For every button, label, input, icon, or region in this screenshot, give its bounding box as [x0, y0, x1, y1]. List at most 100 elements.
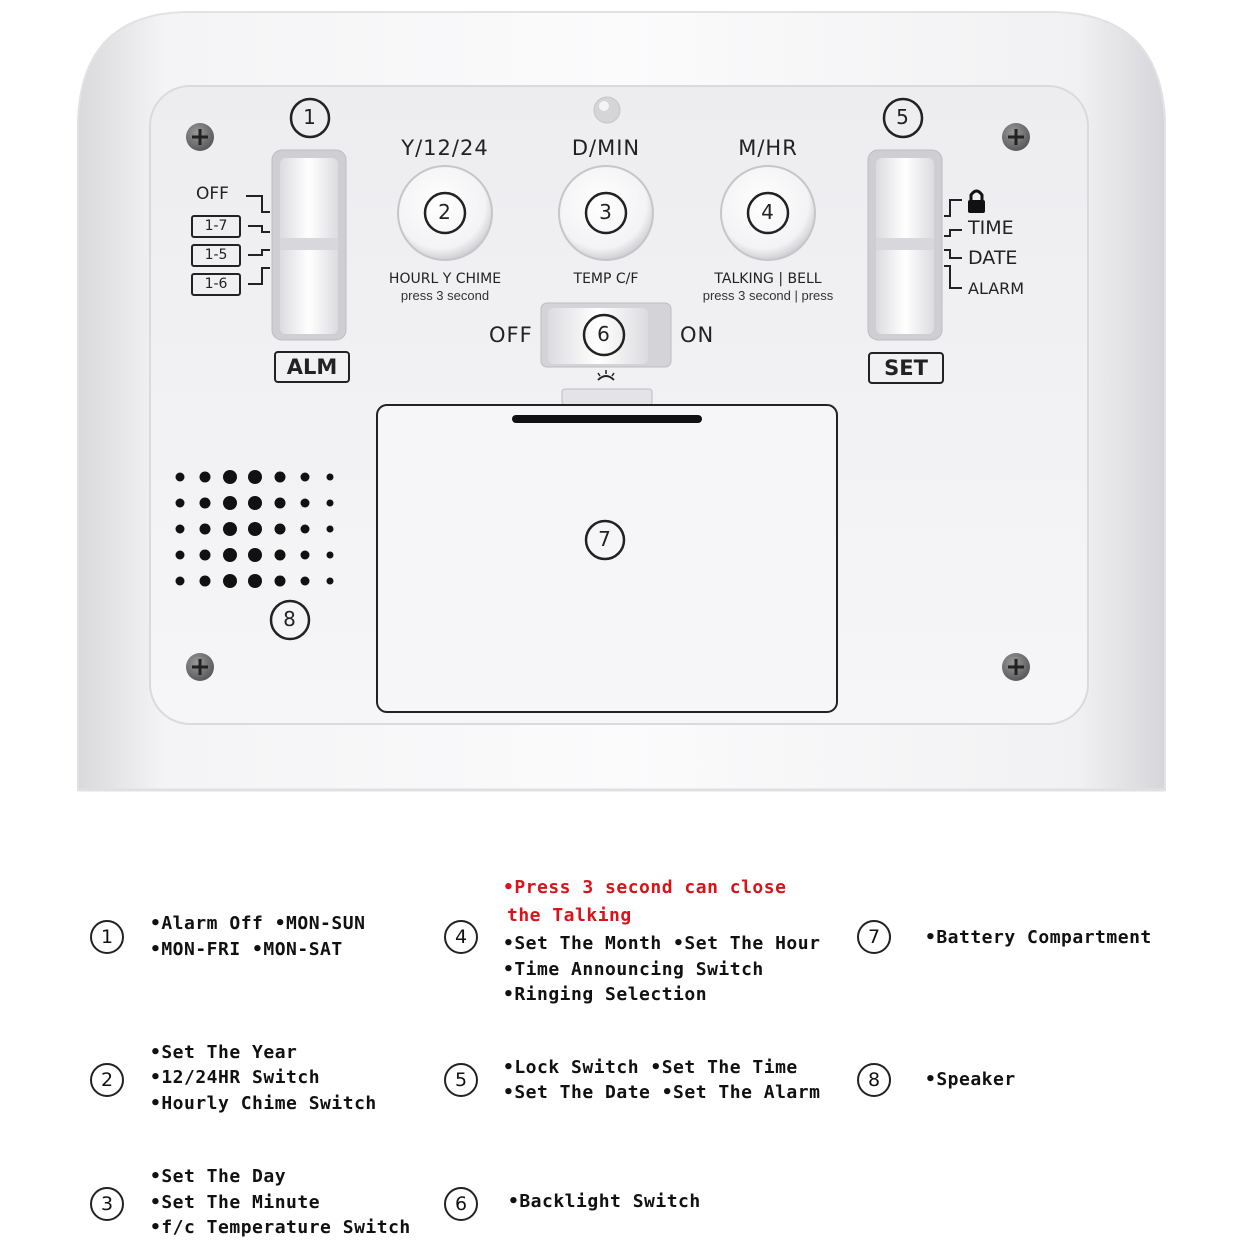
- legend-number-5: 5: [444, 1063, 478, 1097]
- button-4-number: 4: [761, 200, 775, 224]
- button-4-top-label: M/HR: [738, 136, 798, 160]
- legend-2-line-2: •12/24HR Switch: [150, 1067, 321, 1088]
- legend-number-1: 1: [90, 920, 124, 954]
- legend-2-line-1: •Set The Year: [150, 1042, 298, 1063]
- speaker-hole: [199, 523, 211, 535]
- speaker-hole: [300, 524, 310, 534]
- speaker-hole: [175, 550, 185, 560]
- speaker-hole: [326, 551, 334, 559]
- callout-number-5: 5: [896, 105, 910, 129]
- speaker-hole: [248, 548, 262, 562]
- legend-1-line-2: •MON-FRI •MON-SAT: [150, 939, 343, 960]
- backlight-switch-knob: [548, 308, 648, 364]
- alarm-option-1-7: 1-7: [191, 215, 241, 238]
- speaker-hole: [326, 499, 334, 507]
- button-2-top-label: Y/12/24: [401, 136, 489, 160]
- legend-5-line-1: •Lock Switch •Set The Time: [503, 1057, 798, 1078]
- legend-number-6: 6: [444, 1187, 478, 1221]
- alarm-option-1-5: 1-5: [191, 244, 241, 267]
- speaker-hole: [300, 498, 310, 508]
- button-4-bottom-sub: press 3 second | press: [702, 288, 834, 303]
- speaker-hole: [175, 524, 185, 534]
- legend-3-line-3: •f/c Temperature Switch: [150, 1217, 411, 1238]
- legend-4-red-line-2: the Talking: [507, 905, 632, 926]
- button-3-bottom-label: TEMP C/F: [573, 271, 639, 287]
- clock-back-panel: [77, 11, 1166, 792]
- battery-number: 7: [598, 527, 612, 551]
- callout-number-1: 1: [303, 105, 317, 129]
- set-option-date: DATE: [968, 247, 1018, 269]
- speaker-hole: [199, 471, 211, 483]
- speaker-hole: [175, 472, 185, 482]
- button-2-bottom-sub: press 3 second: [400, 288, 490, 303]
- speaker-hole: [175, 576, 185, 586]
- legend-4-line-2: •Time Announcing Switch: [503, 959, 764, 980]
- speaker-grille: [175, 470, 334, 588]
- legend-4-line-1: •Set The Month •Set The Hour: [503, 933, 821, 954]
- speaker-hole: [274, 549, 286, 561]
- backlight-number: 6: [597, 322, 611, 346]
- speaker-hole: [248, 522, 262, 536]
- set-option-alarm: ALARM: [968, 279, 1025, 298]
- legend-number-4: 4: [444, 920, 478, 954]
- button-2-bottom-label: HOURL Y CHIME: [388, 271, 502, 287]
- speaker-hole: [300, 550, 310, 560]
- legend-7-line-1: •Battery Compartment: [925, 927, 1152, 948]
- screw-icon: [1002, 653, 1030, 681]
- legend-5-line-2: •Set The Date •Set The Alarm: [503, 1082, 821, 1103]
- speaker-hole: [274, 575, 286, 587]
- button-3-number: 3: [599, 200, 613, 224]
- speaker-hole: [274, 497, 286, 509]
- legend-number-8: 8: [857, 1063, 891, 1097]
- button-2-number: 2: [438, 200, 452, 224]
- legend-4-red-line-1: •Press 3 second can close: [503, 877, 787, 898]
- speaker-hole: [199, 497, 211, 509]
- button-3: [558, 165, 654, 261]
- legend-6-line-1: •Backlight Switch: [508, 1191, 701, 1212]
- legend-1-line-1: •Alarm Off •MON-SUN: [150, 913, 366, 934]
- legend-8-line-1: •Speaker: [925, 1069, 1016, 1090]
- speaker-hole: [274, 471, 286, 483]
- backlight-icon: [597, 370, 615, 381]
- speaker-hole: [223, 496, 237, 510]
- speaker-hole: [175, 498, 185, 508]
- speaker-hole: [300, 576, 310, 586]
- alarm-option-1-6: 1-6: [191, 273, 241, 296]
- speaker-hole: [248, 470, 262, 484]
- speaker-hole: [223, 522, 237, 536]
- speaker-hole: [199, 575, 211, 587]
- speaker-hole: [199, 549, 211, 561]
- legend-number-3: 3: [90, 1187, 124, 1221]
- screw-icon: [186, 123, 214, 151]
- alm-tag: ALM: [274, 351, 350, 383]
- speaker-hole: [223, 574, 237, 588]
- speaker-hole: [223, 470, 237, 484]
- legend-number-2: 2: [90, 1063, 124, 1097]
- button-3-top-label: D/MIN: [571, 136, 641, 160]
- speaker-number: 8: [283, 607, 297, 631]
- backlight-off-label: OFF: [489, 323, 533, 347]
- legend-number-7: 7: [857, 920, 891, 954]
- speaker-hole: [248, 574, 262, 588]
- alarm-option-off: OFF: [196, 184, 229, 204]
- legend-4-line-3: •Ringing Selection: [503, 984, 708, 1005]
- speaker-hole: [326, 525, 334, 533]
- legend-3-line-1: •Set The Day: [150, 1166, 287, 1187]
- speaker-hole: [326, 577, 334, 585]
- speaker-hole: [248, 496, 262, 510]
- speaker-hole: [300, 472, 310, 482]
- screw-icon: [1002, 123, 1030, 151]
- lock-icon: [968, 189, 985, 213]
- speaker-hole: [326, 473, 334, 481]
- screw-icon: [186, 653, 214, 681]
- legend-3-line-2: •Set The Minute: [150, 1192, 321, 1213]
- button-4-bottom-label: TALKING | BELL: [714, 271, 822, 287]
- set-option-time: TIME: [968, 217, 1014, 239]
- button-2: [397, 165, 493, 261]
- set-tag: SET: [868, 352, 944, 384]
- button-4: [720, 165, 816, 261]
- backlight-on-label: ON: [680, 323, 715, 347]
- speaker-hole: [274, 523, 286, 535]
- speaker-hole: [223, 548, 237, 562]
- legend-2-line-3: •Hourly Chime Switch: [150, 1093, 377, 1114]
